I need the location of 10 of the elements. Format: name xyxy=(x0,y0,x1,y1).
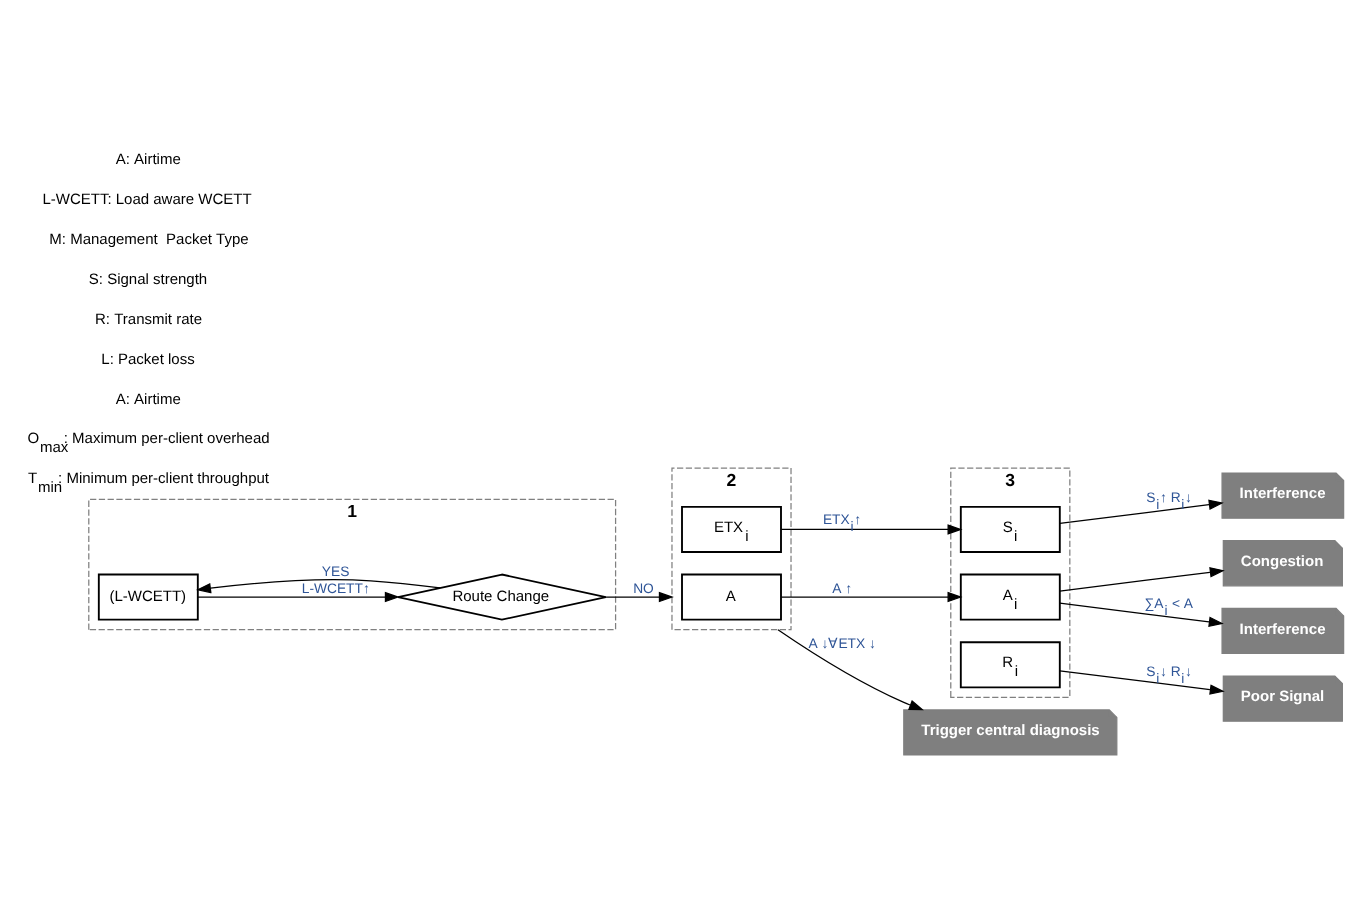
arrow xyxy=(1059,602,1224,628)
arrow xyxy=(605,591,674,603)
arrow xyxy=(1059,670,1225,695)
arrow xyxy=(1059,567,1225,592)
arrow xyxy=(1059,499,1224,524)
arrow xyxy=(780,524,963,535)
arrow xyxy=(777,629,924,711)
arrow xyxy=(196,579,441,594)
arrow xyxy=(197,591,400,603)
arrow xyxy=(780,591,963,603)
